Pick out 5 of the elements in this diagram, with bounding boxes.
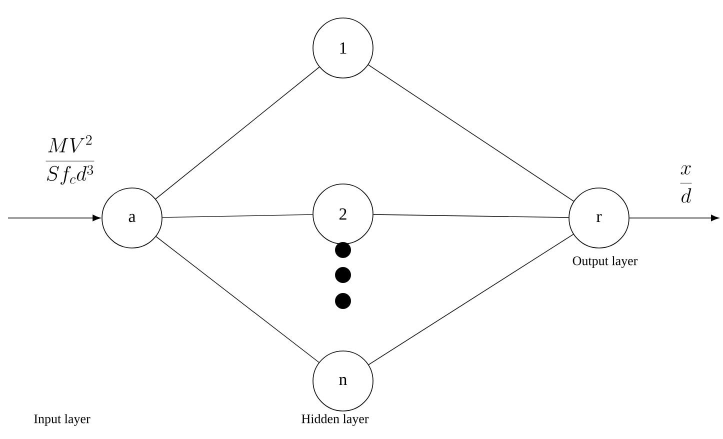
edge-label: $\frac{MV^{2}}{Sf_{c}d^{3}}$	[46, 135, 94, 185]
arrow	[8, 214, 101, 222]
layer-label: Input layer	[34, 414, 90, 426]
edge-label: $\frac{x}{d}$	[680, 165, 692, 203]
arrow	[629, 214, 719, 222]
